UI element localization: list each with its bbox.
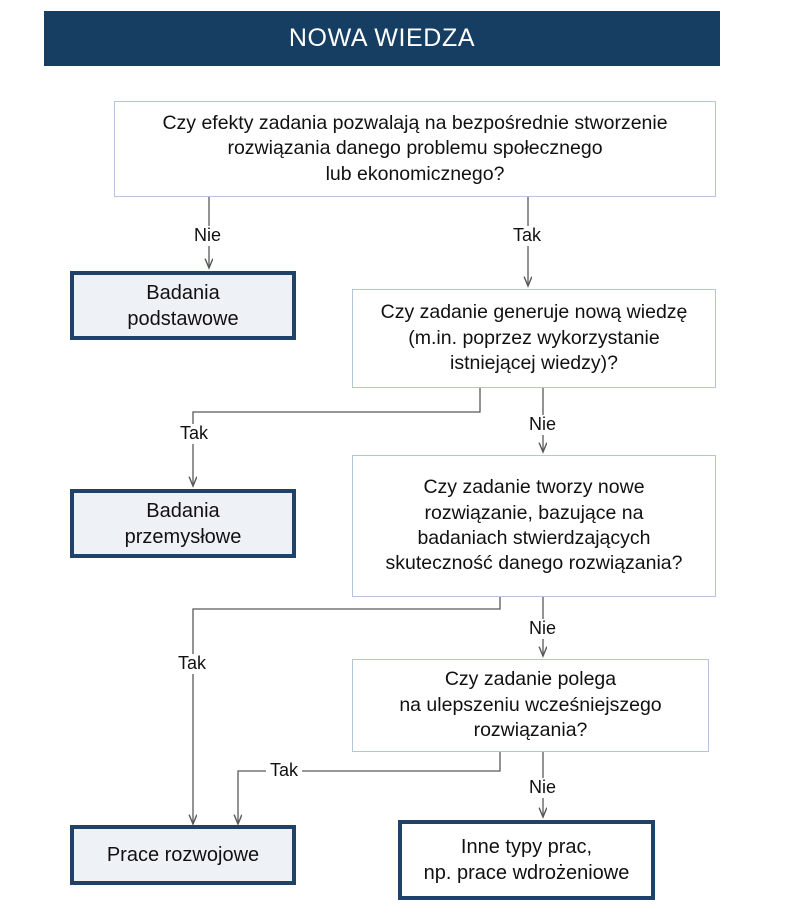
terminal-node-badania-podstawowe: Badania podstawowe [70,271,296,340]
decision-node-4: Czy zadanie polega na ulepszeniu wcześni… [352,659,709,752]
edge-label-d2-no: Nie [525,414,561,435]
decision-node-2: Czy zadanie generuje nową wiedzę (m.in. … [352,289,716,388]
edge-label-d4-yes: Tak [266,760,303,781]
terminal-node-badania-przemyslowe: Badania przemysłowe [70,489,296,558]
decision-node-1-text: Czy efekty zadania pozwalają na bezpośre… [162,111,668,185]
decision-node-1: Czy efekty zadania pozwalają na bezpośre… [114,101,716,197]
decision-node-3: Czy zadanie tworzy nowe rozwiązanie, baz… [352,455,716,597]
edge-label-d1-yes: Tak [509,225,546,246]
terminal-node-badania-podstawowe-text: Badania podstawowe [127,281,239,330]
edge-label-d1-no: Nie [190,225,226,246]
edge-label-d4-no: Nie [525,777,561,798]
terminal-node-prace-rozwojowe-text: Prace rozwojowe [106,844,260,866]
edge-label-d3-no: Nie [525,618,561,639]
edge-label-d3-yes: Tak [174,653,211,674]
decision-node-2-text: Czy zadanie generuje nową wiedzę (m.in. … [380,301,688,375]
edge-label-d2-yes: Tak [176,423,213,444]
terminal-node-prace-rozwojowe: Prace rozwojowe [70,825,296,885]
header-bar: NOWA WIEDZA [44,11,720,66]
terminal-node-inne-typy-prac: Inne typy prac, np. prace wdrożeniowe [398,820,655,900]
terminal-node-inne-typy-prac-text: Inne typy prac, np. prace wdrożeniowe [423,836,630,884]
terminal-node-badania-przemyslowe-text: Badania przemysłowe [124,499,242,548]
decision-node-4-text: Czy zadanie polega na ulepszeniu wcześni… [399,668,662,742]
page-title: NOWA WIEDZA [288,24,476,52]
decision-node-3-text: Czy zadanie tworzy nowe rozwiązanie, baz… [385,476,683,575]
